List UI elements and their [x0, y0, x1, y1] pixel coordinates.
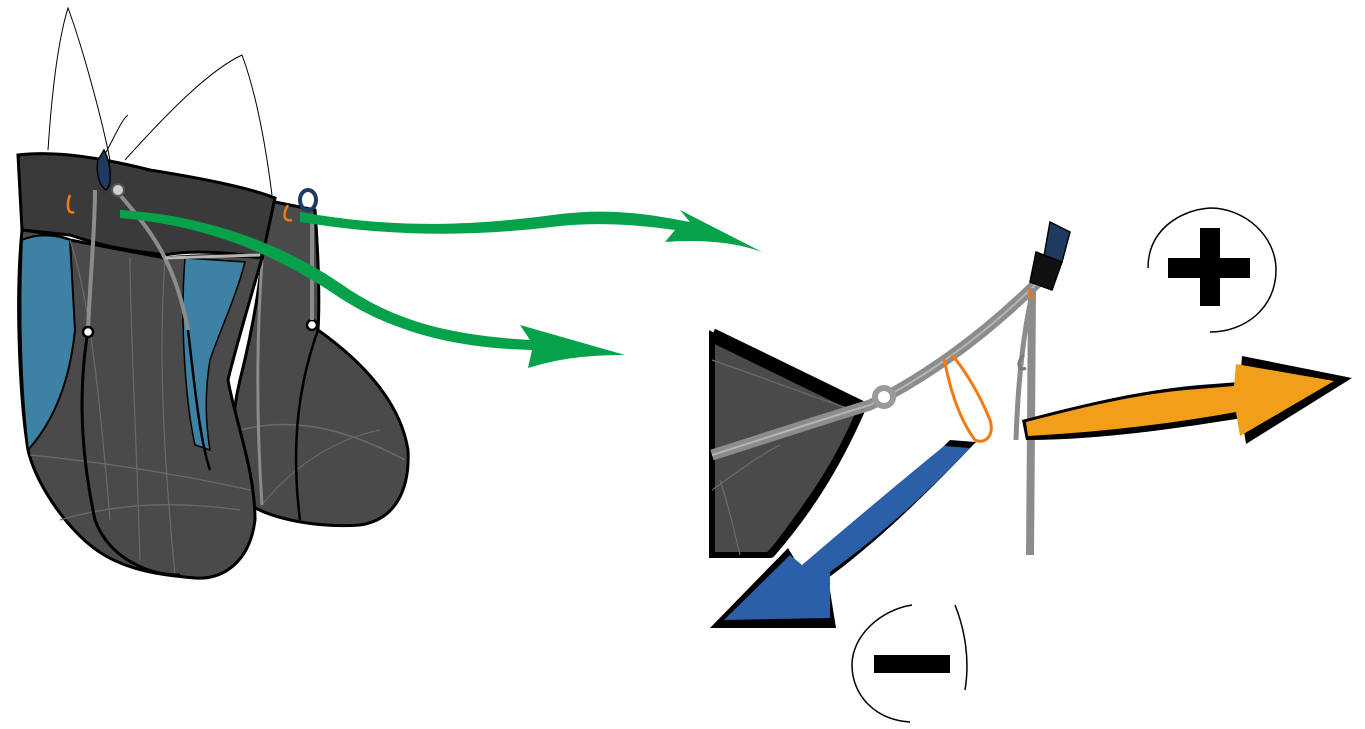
minus-sign	[852, 605, 967, 722]
strap-ring	[875, 388, 893, 406]
plus-sign	[1148, 208, 1276, 332]
orange-pull-loop	[944, 355, 991, 441]
callout-arrow-upper-icon	[300, 210, 762, 252]
